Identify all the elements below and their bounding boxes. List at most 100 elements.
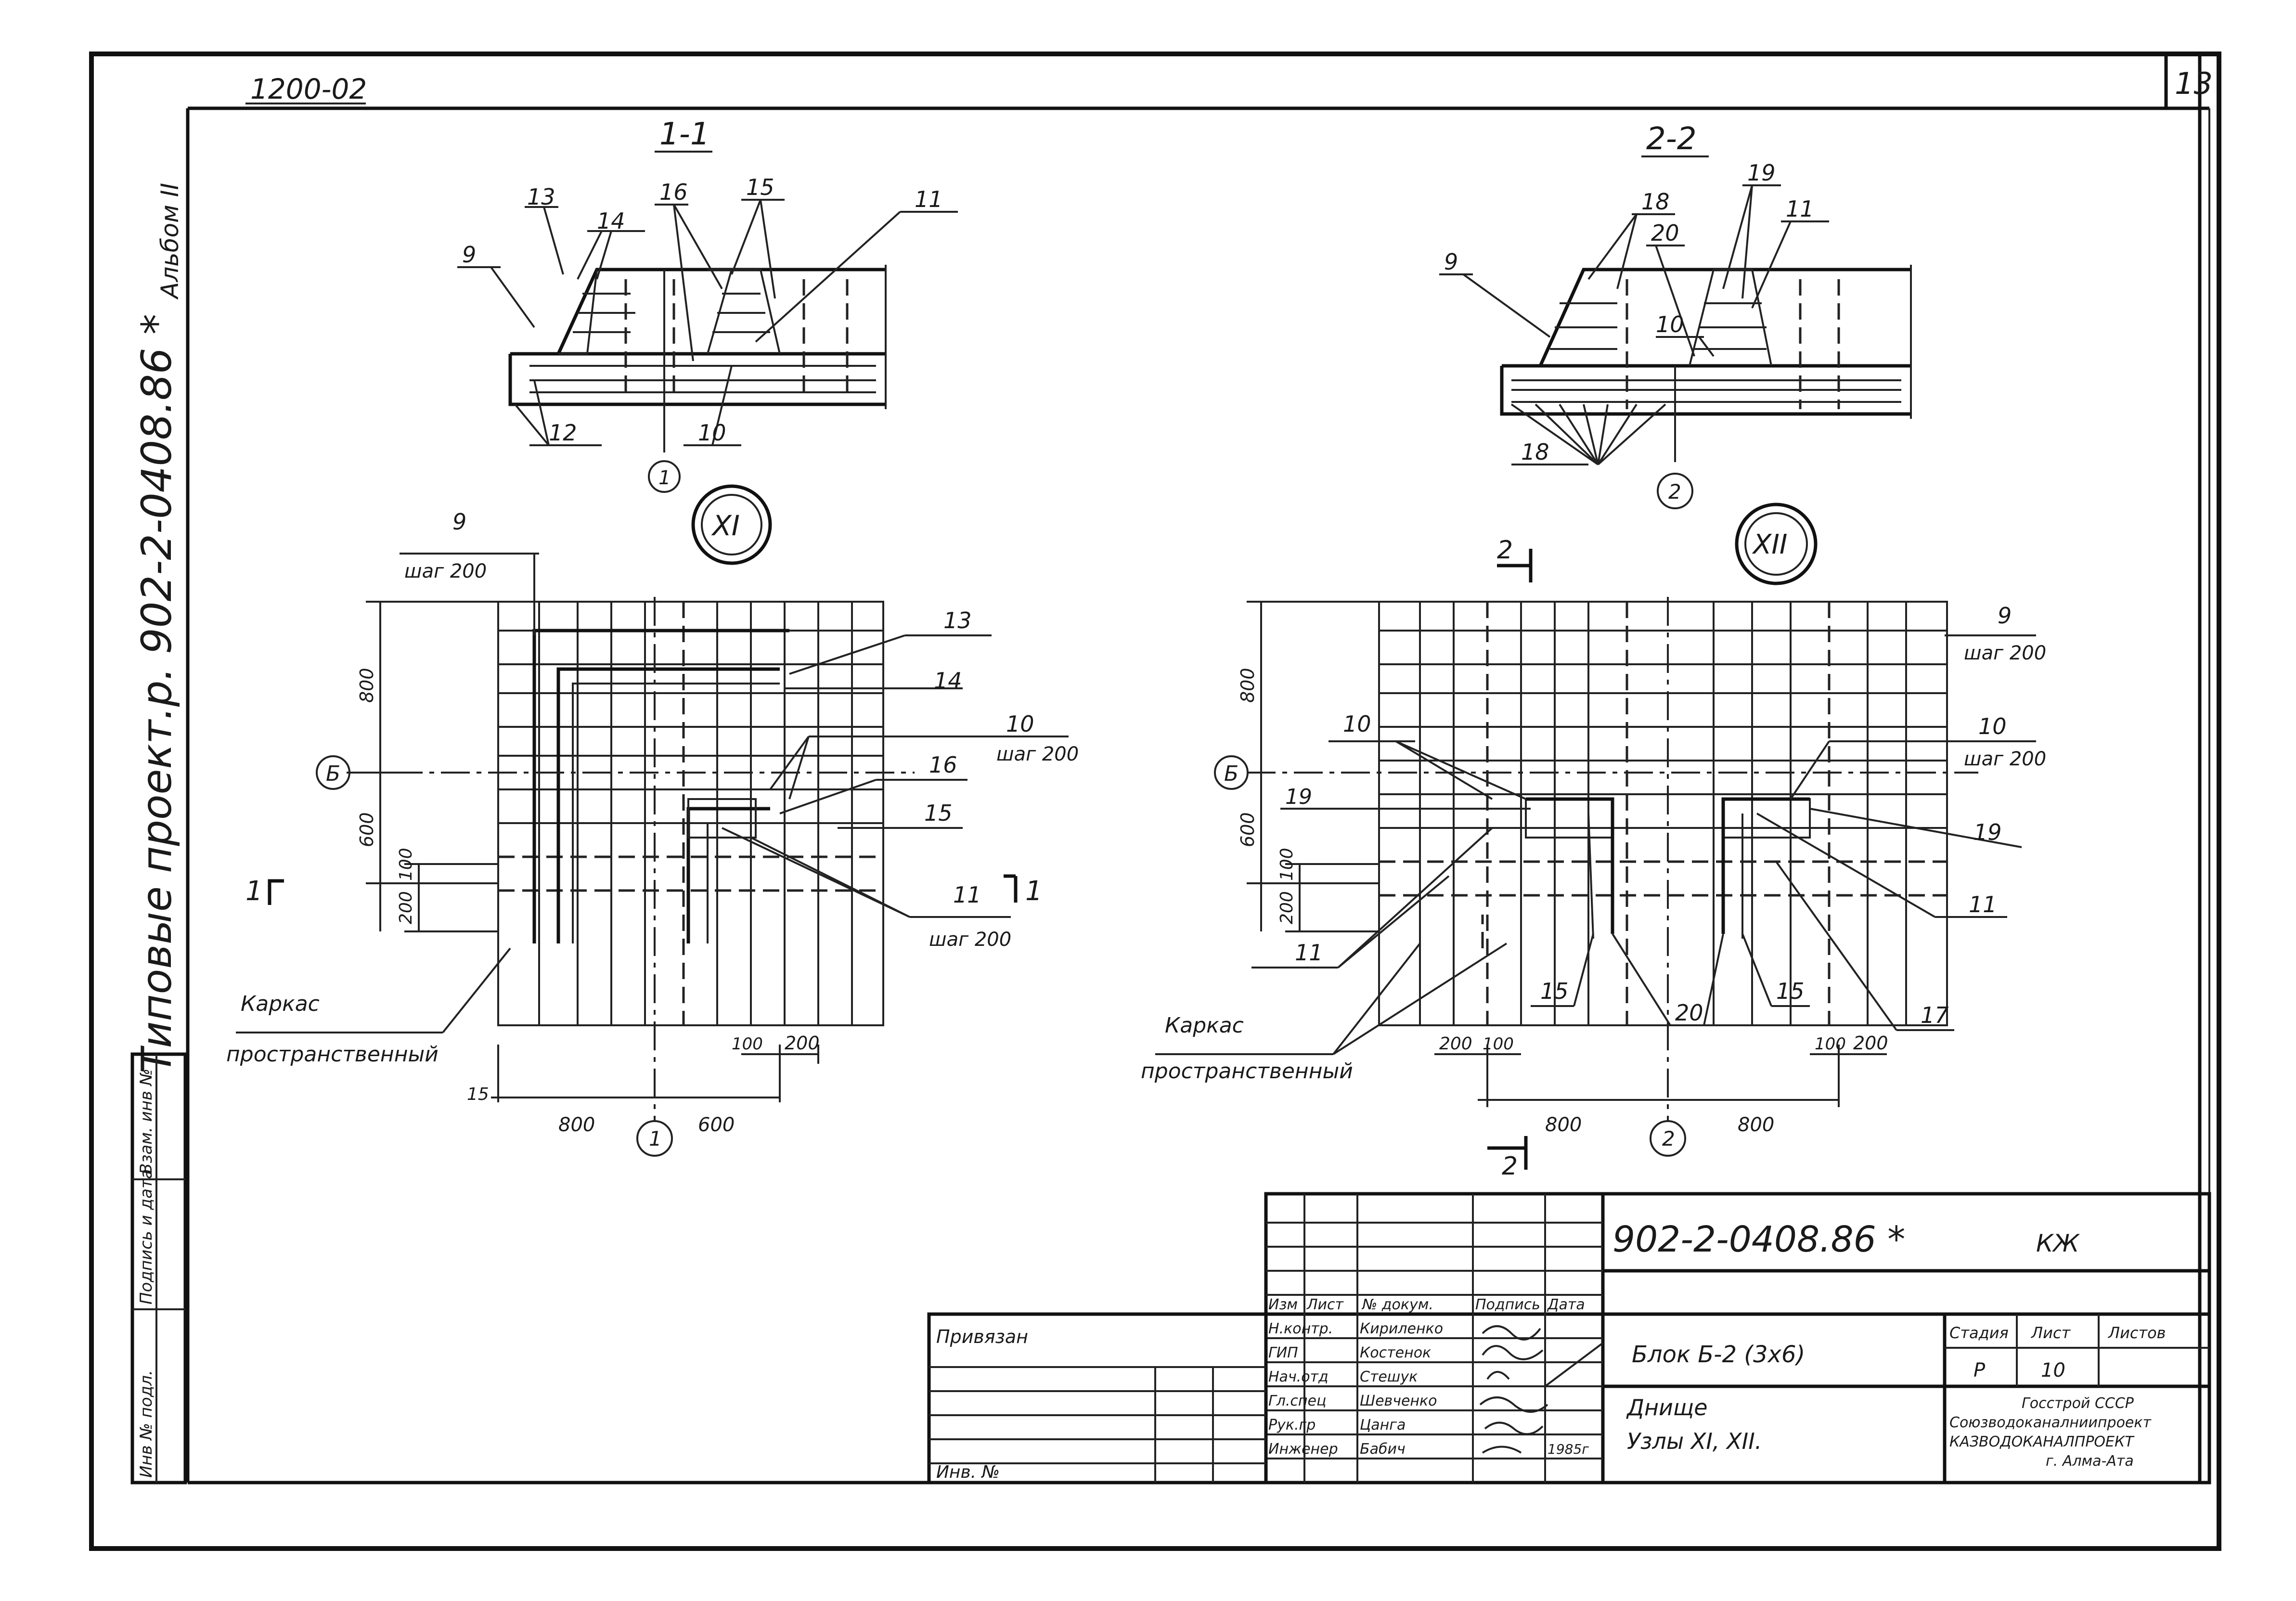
s1-callout-16: 16 (659, 179, 688, 205)
plan2-bar-11l: 11 (1295, 940, 1323, 966)
plan1-dim-800: 800 (356, 668, 377, 703)
plan1-bar-14: 14 (934, 668, 962, 694)
doc-code: 902-2-0408.86 * (1612, 1219, 1905, 1260)
plan1-dim-b600: 600 (698, 1114, 735, 1136)
plan2-dim-b200: 200 (1439, 1034, 1472, 1054)
plan-xi: Б 1 1 1 800 600 100 200 15 800 600 100 2… (226, 509, 1079, 1157)
s2-callout-11: 11 (1786, 196, 1814, 222)
title-block: Привязан Инв. № Изм Лист № докум. Подпис… (927, 1192, 2211, 1485)
plan2-bar-10l: 10 (1343, 711, 1371, 737)
plan1-step-9: шаг 200 (404, 560, 487, 582)
section-1-1: 1-1 (457, 116, 958, 565)
org-line-1: Госстрой СССР (2022, 1395, 2134, 1412)
plan2-bar-15l: 15 (1540, 978, 1569, 1004)
plan1-bar-15: 15 (924, 800, 953, 826)
s2-callout-10: 10 (1656, 311, 1684, 337)
plan1-bar-9: 9 (452, 509, 466, 535)
plan2-bar-10r: 10 (1978, 713, 2007, 739)
s1-callout-10: 10 (698, 420, 726, 446)
s2-callout-19: 19 (1747, 160, 1776, 186)
head-izm: Изм (1268, 1296, 1298, 1313)
head-doc: № докум. (1361, 1296, 1433, 1313)
sign-cell: Подпись и дата (137, 1169, 156, 1304)
plan1-step-11: шаг 200 (929, 929, 1011, 951)
plan2-frame-1: Каркас (1165, 1013, 1244, 1038)
org-line-2: Союзводоканалниипроект (1949, 1414, 2152, 1431)
plan2-frame-2: пространственный (1141, 1059, 1353, 1084)
plan2-dim-800: 800 (1237, 668, 1258, 703)
s1-callout-13: 13 (527, 184, 555, 210)
s2-callout-18a: 18 (1641, 189, 1670, 215)
row-name-5: Цанга (1360, 1417, 1406, 1433)
year-cell: 1985г (1548, 1441, 1589, 1457)
sheets-header: Листов (2108, 1324, 2166, 1342)
row-name-6: Бабич (1360, 1441, 1406, 1458)
plan1-cut: 1 (245, 876, 263, 907)
org-line-3: КАЗВОДОКАНАЛПРОЕКТ (1949, 1433, 2135, 1450)
plan2-step-9: шаг 200 (1964, 642, 2046, 664)
inv-cell: Инв № подл. (137, 1370, 156, 1478)
s1-callout-12: 12 (549, 420, 577, 446)
title-line-3: Узлы XI, XII. (1627, 1428, 1762, 1454)
plan1-frame-1: Каркас (241, 992, 320, 1016)
plan1-axis-1: 1 (649, 1127, 662, 1150)
plan2-dim-b100r: 100 (1815, 1034, 1846, 1054)
plan2-bar-11r: 11 (1969, 891, 1997, 917)
s2-callout-18b: 18 (1521, 439, 1549, 465)
row-role-4: Гл.спец (1268, 1393, 1326, 1409)
s2-callout-20: 20 (1651, 220, 1679, 246)
plan1-bar-13: 13 (943, 607, 972, 633)
album-label: Альбом II (156, 183, 184, 300)
row-role-1: Н.контр. (1268, 1320, 1333, 1337)
plan2-bar-15r: 15 (1776, 978, 1805, 1004)
plan1-dim-200: 200 (396, 891, 416, 924)
row-name-3: Стешук (1360, 1369, 1418, 1385)
sheet-number: 13 (2175, 66, 2213, 101)
plan1-bar-10: 10 (1006, 711, 1034, 737)
head-date: Дата (1547, 1296, 1585, 1313)
plan1-dim-b800: 800 (558, 1114, 595, 1136)
s1-callout-15: 15 (746, 174, 774, 200)
plan1-dim-600: 600 (356, 812, 377, 847)
sheet-frame (89, 52, 2221, 1551)
plan1-step-10: шаг 200 (996, 743, 1079, 765)
side-stamp: Альбом II Типовые проект.р. 902-2-0408.8… (130, 183, 187, 1485)
node-xii: XII (1752, 529, 1787, 560)
plan2-dim-600: 600 (1237, 812, 1258, 847)
plan1-frame-2: пространственный (226, 1042, 439, 1067)
plan2-bar-19r: 19 (1974, 819, 2002, 845)
plan1-axis-b: Б (326, 762, 340, 786)
plan2-bar-17: 17 (1921, 1002, 1949, 1028)
node-xi: XI (711, 509, 740, 542)
inv-label: Инв. № (936, 1462, 1000, 1482)
plan2-dim-b200r: 200 (1853, 1033, 1888, 1054)
s1-callout-9: 9 (462, 242, 476, 268)
plan2-bar-19l: 19 (1285, 785, 1312, 809)
plan-xii: Б 2 2 2 800 600 100 200 200 100 800 800 … (1141, 536, 2046, 1181)
plan1-cut-right: 1 (1025, 876, 1043, 907)
row-role-5: Рук.гр (1268, 1417, 1316, 1433)
stage-header: Стадия (1949, 1324, 2009, 1342)
plan2-axis-b: Б (1224, 762, 1238, 786)
title-line-2: Днище (1626, 1394, 1708, 1420)
row-name-1: Кириленко (1360, 1320, 1443, 1337)
sheet-header: Лист (2031, 1324, 2071, 1342)
row-role-3: Нач.отд (1268, 1369, 1329, 1385)
plan2-dim-100: 100 (1277, 848, 1297, 881)
plan2-step-10r: шаг 200 (1964, 748, 2046, 770)
plan2-dim-200: 200 (1277, 891, 1297, 924)
row-role-2: ГИП (1268, 1344, 1298, 1361)
plan2-cut-bottom: 2 (1502, 1152, 1518, 1181)
plan1-dim-b200: 200 (785, 1033, 820, 1054)
s1-callout-14: 14 (597, 208, 625, 234)
sheet-value: 10 (2041, 1359, 2065, 1382)
plan2-cut-top: 2 (1497, 536, 1513, 565)
row-name-2: Костенок (1360, 1344, 1431, 1361)
plan2-bar-20: 20 (1675, 1000, 1703, 1026)
plan1-bar-16: 16 (929, 752, 957, 778)
org-line-4: г. Алма-Ата (2046, 1453, 2134, 1470)
plan2-axis-2: 2 (1662, 1127, 1675, 1150)
header-code: 1200-02 (250, 73, 367, 105)
vzam-cell: Взам. инв № (137, 1069, 156, 1175)
